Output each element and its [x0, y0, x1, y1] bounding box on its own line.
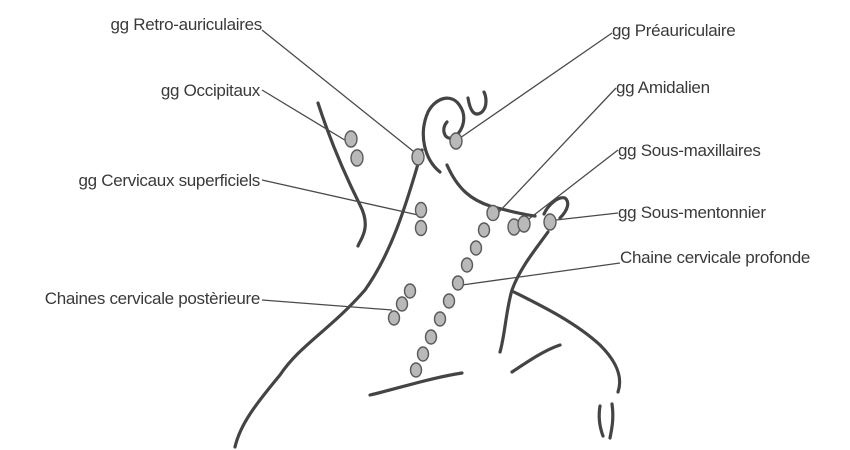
throat-outline — [500, 232, 548, 352]
label-sous-mentonnier: gg Sous-mentonnier — [618, 203, 766, 222]
label-chaine-cervicale-profonde: Chaine cervicale profonde — [620, 248, 810, 267]
leader-sous-maxillaires — [525, 150, 618, 222]
label-amidalien: gg Amidalien — [616, 78, 710, 97]
label-sous-maxillaires: gg Sous-maxillaires — [618, 141, 761, 160]
node-occipital — [351, 150, 363, 166]
node-chaine-profonde — [479, 223, 490, 237]
occiput-outline — [318, 103, 365, 246]
node-amidalien — [487, 206, 499, 221]
clavicle-outline-right — [512, 345, 560, 372]
sternum-mark-left — [599, 406, 603, 436]
leader-chaine-profonde — [462, 263, 620, 285]
node-chaine-profonde — [444, 294, 455, 308]
label-cervicaux-superficiels: gg Cervicaux superficiels — [79, 171, 260, 190]
node-chaine-profonde — [453, 276, 464, 290]
node-chaine-profonde — [426, 330, 437, 344]
node-preauriculaire — [450, 133, 462, 149]
node-occipital — [345, 131, 357, 147]
node-chaine-profonde — [462, 258, 473, 272]
node-cervical-superficiel — [416, 203, 427, 218]
leader-occipitaux — [262, 90, 348, 142]
label-occipitaux: gg Occipitaux — [161, 81, 261, 100]
label-preauriculaire: gg Préauriculaire — [612, 21, 735, 40]
leader-lines — [262, 30, 620, 310]
node-chaine-profonde — [418, 347, 429, 361]
node-sous-maxillaire — [518, 216, 530, 232]
node-chaine-posterieure — [405, 284, 416, 298]
sternum-mark-right — [610, 404, 613, 438]
ear-tragus — [468, 92, 486, 114]
leader-retro-auriculaires — [262, 30, 418, 155]
node-chaine-posterieure — [397, 297, 408, 311]
node-cervical-superficiel — [416, 221, 427, 236]
node-retro-auriculaire — [412, 149, 424, 165]
node-sous-mentonnier — [544, 214, 556, 230]
leader-cervicaux-superficiels — [262, 180, 418, 215]
leader-amidalien — [498, 88, 616, 213]
node-chaine-posterieure — [389, 311, 400, 325]
node-chaine-profonde — [471, 241, 482, 255]
node-chaine-profonde — [435, 312, 446, 326]
labels: gg Retro-auriculaires gg Occipitaux gg C… — [45, 15, 810, 308]
node-chaine-profonde — [411, 363, 422, 377]
leader-chaines-posterieure — [262, 300, 392, 310]
leader-preauriculaire — [460, 33, 612, 138]
label-retro-auriculaires: gg Retro-auriculaires — [111, 15, 263, 34]
label-chaines-cervicale-posterieure: Chaines cervicale postèrieure — [45, 289, 260, 308]
lymph-nodes — [345, 131, 556, 377]
shoulder-outline — [514, 292, 620, 392]
